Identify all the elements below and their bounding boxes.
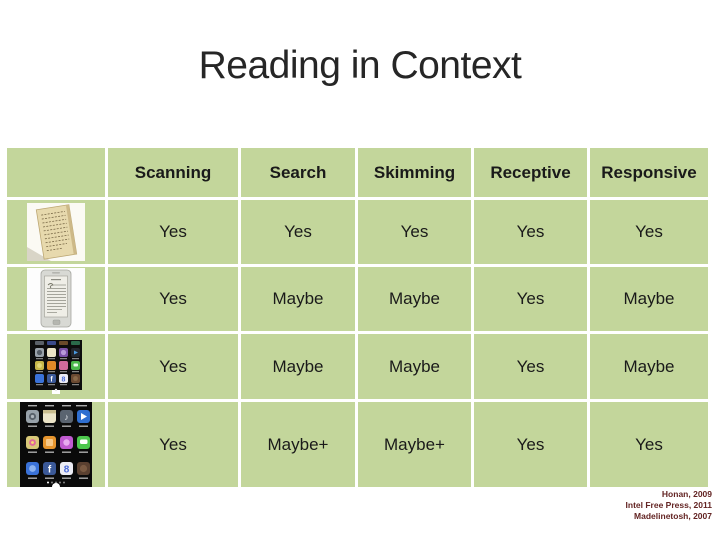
cell-manuscript-skimming: Yes	[358, 200, 471, 264]
column-header-receptive: Receptive	[474, 148, 587, 197]
cell-ipod-skimming: Maybe	[358, 334, 471, 399]
cell-manuscript-search: Yes	[241, 200, 355, 264]
column-header-skimming: Skimming	[358, 148, 471, 197]
cell-ipod-receptive: Yes	[474, 334, 587, 399]
svg-text:f: f	[48, 465, 52, 476]
smartphone-photo: ♪ f 8	[7, 402, 105, 487]
ipod-touch-image: f 8	[30, 339, 82, 394]
photo-credits: Honan, 2009 Intel Free Press, 2011 Madel…	[492, 489, 712, 522]
cell-smartphone-scanning: Yes	[108, 402, 238, 487]
cell-ereader-responsive: Maybe	[590, 267, 708, 331]
column-header-responsive: Responsive	[590, 148, 708, 197]
cell-smartphone-search: Maybe+	[241, 402, 355, 487]
smartphone-image: ♪ f 8	[20, 402, 92, 487]
slide-title: Reading in Context	[198, 44, 522, 87]
column-header-scanning: Scanning	[108, 148, 238, 197]
ereader-photo	[7, 267, 105, 331]
reading-context-table: Scanning Search Skimming Receptive Respo…	[7, 148, 708, 487]
manuscript-photo	[7, 200, 105, 264]
cell-ereader-search: Maybe	[241, 267, 355, 331]
cell-smartphone-responsive: Yes	[590, 402, 708, 487]
cell-ipod-search: Maybe	[241, 334, 355, 399]
photo-credit-line: Intel Free Press, 2011	[625, 500, 712, 510]
ereader-image	[27, 268, 85, 330]
cell-ereader-skimming: Maybe	[358, 267, 471, 331]
column-header-search: Search	[241, 148, 355, 197]
cell-smartphone-skimming: Maybe+	[358, 402, 471, 487]
svg-text:f: f	[50, 376, 53, 383]
cell-manuscript-responsive: Yes	[590, 200, 708, 264]
cell-smartphone-receptive: Yes	[474, 402, 587, 487]
photo-credit-line: Madelinetosh, 2007	[634, 511, 712, 521]
cell-manuscript-receptive: Yes	[474, 200, 587, 264]
cell-ipod-scanning: Yes	[108, 334, 238, 399]
cell-ereader-receptive: Yes	[474, 267, 587, 331]
svg-text:♪: ♪	[64, 412, 69, 422]
cell-ereader-scanning: Yes	[108, 267, 238, 331]
cell-ipod-responsive: Maybe	[590, 334, 708, 399]
manuscript-image	[27, 203, 85, 261]
cell-manuscript-scanning: Yes	[108, 200, 238, 264]
photo-credit-line: Honan, 2009	[661, 489, 712, 499]
ipod-touch-photo: f 8	[7, 334, 105, 399]
corner-header-cell	[7, 148, 105, 197]
svg-text:8: 8	[64, 465, 70, 476]
svg-text:8: 8	[62, 376, 66, 383]
